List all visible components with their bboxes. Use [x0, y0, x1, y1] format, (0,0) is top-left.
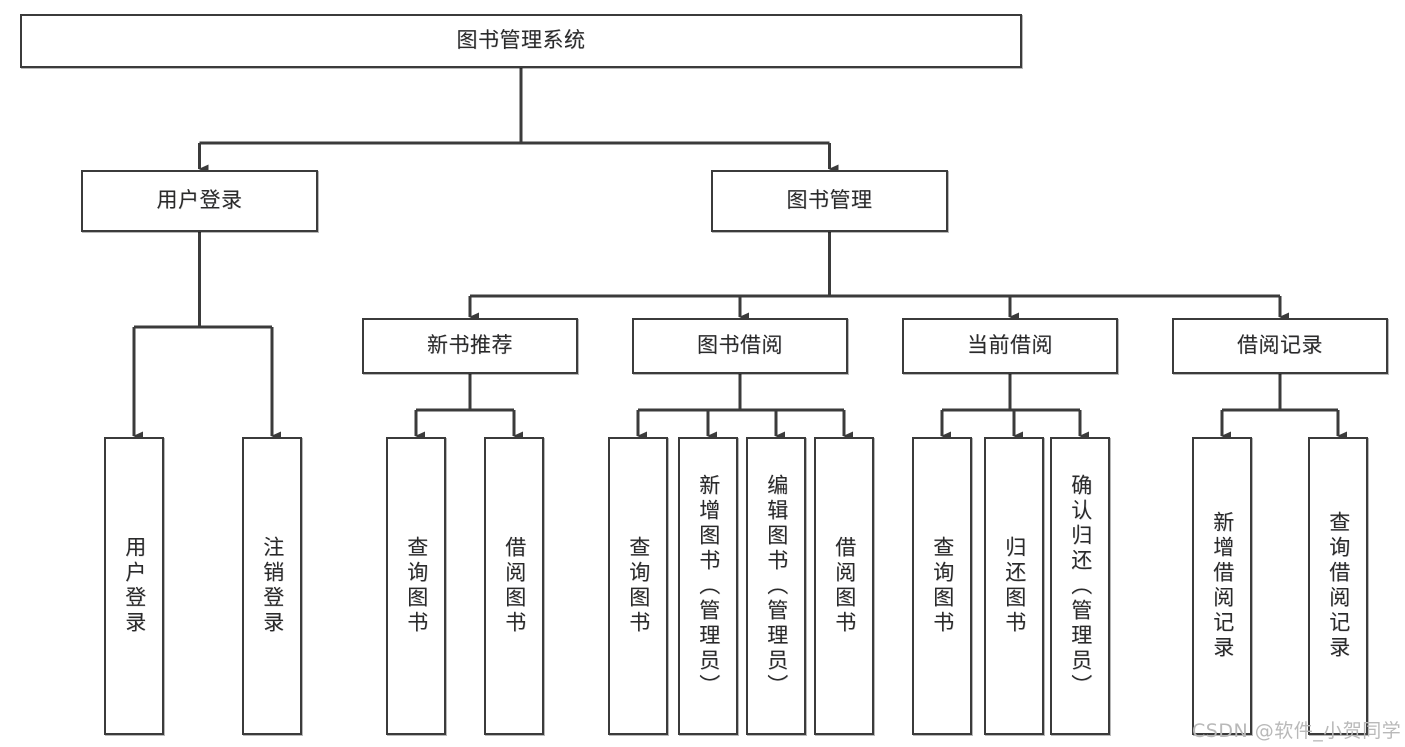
watermark: CSDN @软件_小贺同学	[1192, 720, 1402, 742]
node-user-login[interactable]: 用户登录	[81, 170, 318, 232]
node-label: 确认归还（管理员）	[1068, 473, 1093, 699]
node-leaf-add-book[interactable]: 新增图书（管理员）	[678, 437, 738, 735]
node-root[interactable]: 图书管理系统	[20, 14, 1022, 68]
node-leaf-query-book-2[interactable]: 查询图书	[608, 437, 668, 735]
node-label: 编辑图书（管理员）	[764, 473, 789, 699]
node-leaf-logout[interactable]: 注销登录	[242, 437, 302, 735]
node-leaf-confirm-return[interactable]: 确认归还（管理员）	[1050, 437, 1110, 735]
node-borrow-record[interactable]: 借阅记录	[1172, 318, 1388, 374]
node-book-manage[interactable]: 图书管理	[711, 170, 948, 232]
node-leaf-edit-book[interactable]: 编辑图书（管理员）	[746, 437, 806, 735]
node-label: 用户登录	[122, 536, 147, 636]
node-leaf-add-record[interactable]: 新增借阅记录	[1192, 437, 1252, 735]
node-label: 借阅记录	[1237, 333, 1323, 358]
node-leaf-query-record[interactable]: 查询借阅记录	[1308, 437, 1368, 735]
node-label: 查询图书	[626, 536, 651, 636]
node-label: 图书管理	[786, 188, 873, 213]
node-book-borrow[interactable]: 图书借阅	[632, 318, 848, 374]
node-leaf-borrow-book-1[interactable]: 借阅图书	[484, 437, 544, 735]
node-label: 归还图书	[1002, 536, 1027, 636]
node-label: 用户登录	[156, 188, 243, 213]
node-leaf-borrow-book-2[interactable]: 借阅图书	[814, 437, 874, 735]
node-label: 借阅图书	[832, 536, 857, 636]
node-leaf-query-book-3[interactable]: 查询图书	[912, 437, 972, 735]
node-new-book-recommend[interactable]: 新书推荐	[362, 318, 578, 374]
node-current-borrow[interactable]: 当前借阅	[902, 318, 1118, 374]
node-label: 新增图书（管理员）	[696, 473, 721, 699]
node-label: 图书管理系统	[456, 28, 586, 53]
node-leaf-user-login[interactable]: 用户登录	[104, 437, 164, 735]
node-label: 注销登录	[260, 536, 285, 636]
node-label: 查询图书	[930, 536, 955, 636]
node-label: 查询借阅记录	[1326, 511, 1351, 661]
node-label: 新增借阅记录	[1210, 511, 1235, 661]
node-label: 图书借阅	[697, 333, 783, 358]
node-leaf-return-book[interactable]: 归还图书	[984, 437, 1044, 735]
node-leaf-query-book-1[interactable]: 查询图书	[386, 437, 446, 735]
node-label: 借阅图书	[502, 536, 527, 636]
node-label: 当前借阅	[967, 333, 1053, 358]
node-label: 查询图书	[404, 536, 429, 636]
node-label: 新书推荐	[427, 333, 513, 358]
